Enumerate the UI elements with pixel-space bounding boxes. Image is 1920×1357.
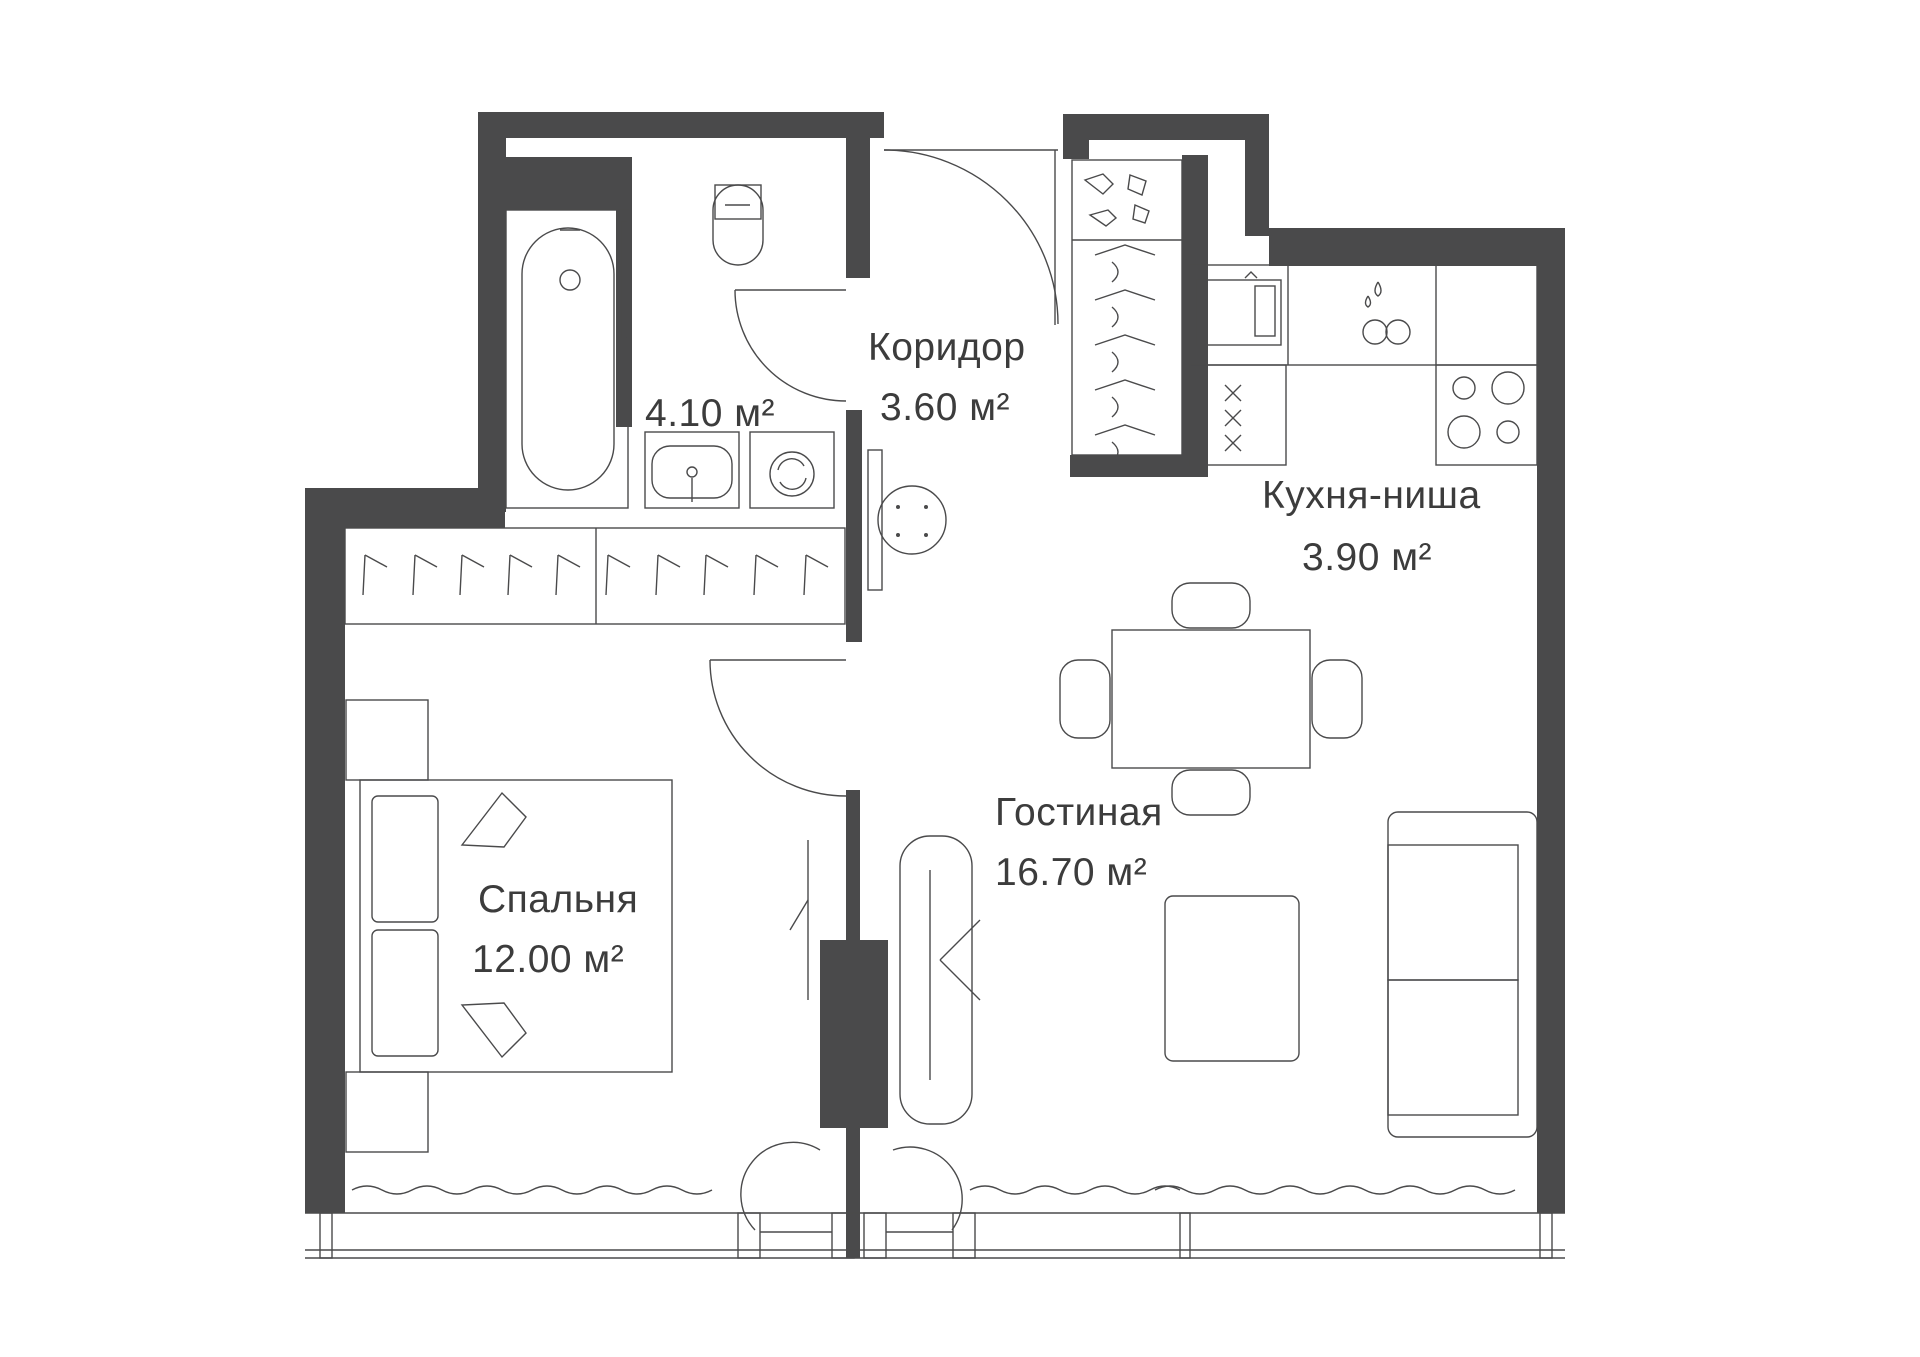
kitchen-name-label: Кухня-ниша	[1262, 474, 1481, 517]
kitchen-fixtures	[1189, 264, 1538, 466]
bedroom-fixtures	[344, 527, 963, 1231]
bedroom-area-label: 12.00 м²	[472, 938, 624, 981]
corridor-fixtures	[867, 149, 1183, 591]
kitchen-area-label: 3.90 м²	[1302, 536, 1432, 579]
corridor-area-label: 3.60 м²	[880, 386, 1010, 429]
living-area-label: 16.70 м²	[995, 851, 1147, 894]
living-name-label: Гостиная	[995, 791, 1163, 834]
curtains	[351, 1185, 1516, 1195]
bedroom-name-label: Спальня	[478, 878, 638, 921]
bathroom-area-label: 4.10 м²	[645, 392, 775, 435]
walls	[305, 112, 1565, 1258]
bathroom-fixtures	[505, 184, 847, 509]
windows	[305, 1212, 1565, 1259]
corridor-name-label: Коридор	[868, 326, 1026, 369]
room-labels: 4.10 м² Коридор 3.60 м² Кухня-ниша 3.90 …	[472, 326, 1481, 981]
living-fixtures	[899, 582, 1538, 1138]
